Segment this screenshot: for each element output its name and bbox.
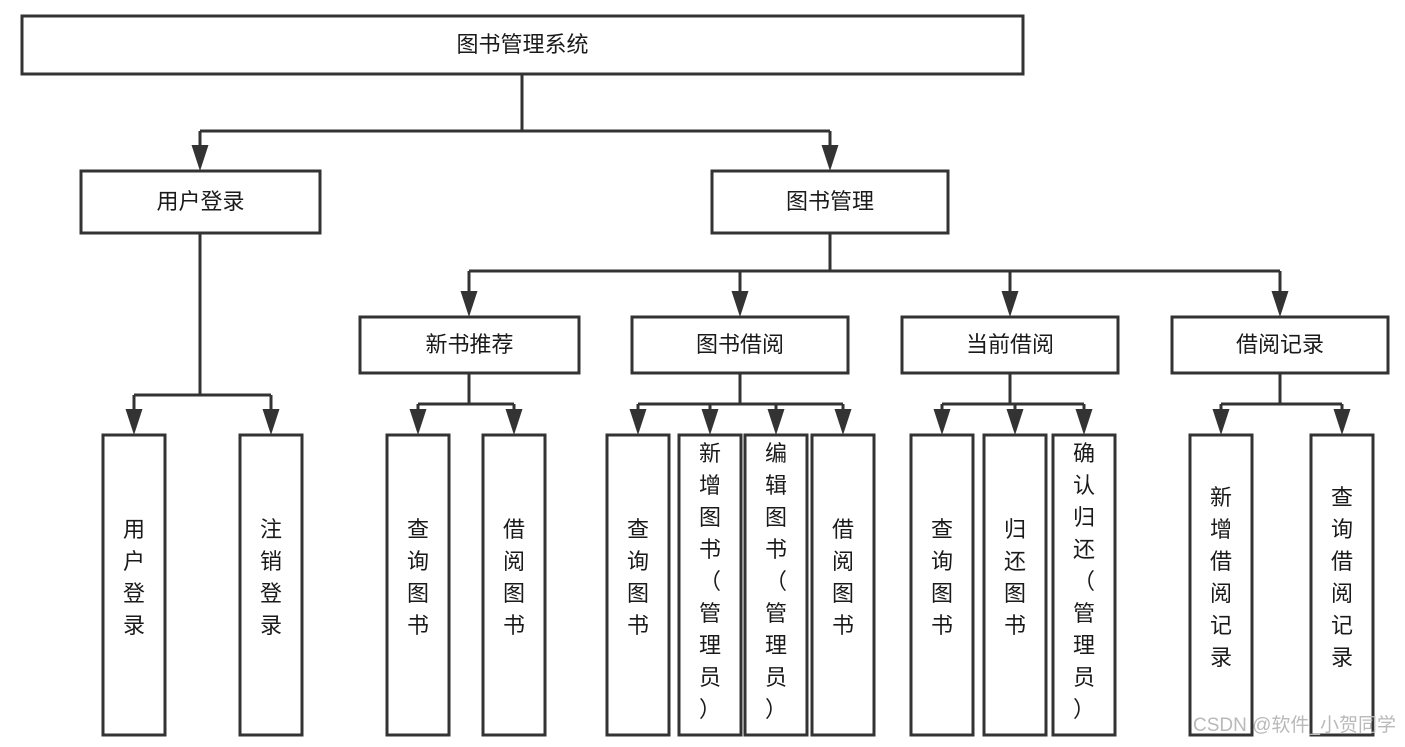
node-l3-图书借阅-box[interactable] <box>630 315 850 375</box>
node-leaf-新增借阅记录-box[interactable] <box>1188 433 1254 737</box>
newbook-drop-1-arrowhead <box>505 409 523 435</box>
borrow-drop-1-arrowhead <box>701 409 719 435</box>
node-leaf-查询借阅记录-label: 查询借阅记录 <box>1331 485 1353 670</box>
node-leaf-确认归还管理员-10[interactable]: 确认归还（管理员） <box>1051 433 1117 737</box>
node-leaf-查询借阅记录-12[interactable]: 查询借阅记录 <box>1309 433 1375 737</box>
record-drop-0-arrowhead <box>1212 409 1230 435</box>
node-leaf-注销登录-box[interactable] <box>238 433 304 737</box>
node-leaf-确认归还管理员-box[interactable] <box>1051 433 1117 737</box>
node-leaf-确认归还管理员-label: 确认归还（管理员） <box>1073 441 1095 722</box>
login-drop-1-arrowhead <box>262 409 280 435</box>
node-l2-图书管理-1[interactable]: 图书管理 <box>710 169 950 235</box>
node-leaf-编辑图书管理员-label: 编辑图书（管理员） <box>765 441 787 722</box>
current-drop-1-arrowhead <box>1006 409 1024 435</box>
node-leaf-归还图书-label: 归还图书 <box>1004 517 1026 638</box>
node-leaf-查询图书-4[interactable]: 查询图书 <box>605 433 671 737</box>
node-l2-用户登录-0[interactable]: 用户登录 <box>79 169 322 235</box>
node-leaf-借阅图书-box[interactable] <box>481 433 547 737</box>
borrow-drop-0-arrowhead <box>629 409 647 435</box>
node-l3-借阅记录-3[interactable]: 借阅记录 <box>1170 315 1390 375</box>
node-leaf-查询图书-label: 查询图书 <box>627 517 649 638</box>
node-l3-当前借阅-label: 当前借阅 <box>966 332 1054 357</box>
node-leaf-借阅图书-box[interactable] <box>810 433 876 737</box>
node-l3-借阅记录-label: 借阅记录 <box>1236 332 1324 357</box>
node-l3-新书推荐-0[interactable]: 新书推荐 <box>358 315 581 375</box>
node-l2-图书管理-box[interactable] <box>710 169 950 235</box>
node-l3-新书推荐-label: 新书推荐 <box>425 332 513 357</box>
node-l3-借阅记录-box[interactable] <box>1170 315 1390 375</box>
node-leaf-用户登录-label: 用户登录 <box>123 517 145 638</box>
node-l3-当前借阅-box[interactable] <box>900 315 1120 375</box>
node-l2-用户登录-label: 用户登录 <box>156 189 244 214</box>
node-leaf-用户登录-box[interactable] <box>101 433 167 737</box>
node-leaf-新增借阅记录-label: 新增借阅记录 <box>1210 485 1232 670</box>
node-leaf-查询借阅记录-box[interactable] <box>1309 433 1375 737</box>
node-leaf-用户登录-0[interactable]: 用户登录 <box>101 433 167 737</box>
node-root-图书管理系统-label: 图书管理系统 <box>456 32 588 57</box>
node-leaf-新增图书管理员-label: 新增图书（管理员） <box>699 441 721 722</box>
current-drop-0-arrowhead <box>933 409 951 435</box>
node-leaf-借阅图书-label: 借阅图书 <box>832 517 854 638</box>
root-drop-0-arrowhead <box>191 145 209 171</box>
node-leaf-归还图书-9[interactable]: 归还图书 <box>982 433 1048 737</box>
node-leaf-注销登录-label: 注销登录 <box>260 517 282 638</box>
node-leaf-查询图书-box[interactable] <box>909 433 975 737</box>
node-leaf-编辑图书管理员-6[interactable]: 编辑图书（管理员） <box>743 433 809 737</box>
books-drop-2-arrowhead <box>1001 291 1019 317</box>
node-leaf-新增借阅记录-11[interactable]: 新增借阅记录 <box>1188 433 1254 737</box>
books-drop-0-arrowhead <box>460 291 478 317</box>
node-leaf-查询图书-box[interactable] <box>605 433 671 737</box>
node-layer: 图书管理系统用户登录图书管理新书推荐图书借阅当前借阅借阅记录用户登录注销登录查询… <box>20 14 1390 737</box>
node-l2-用户登录-box[interactable] <box>79 169 322 235</box>
node-leaf-查询图书-2[interactable]: 查询图书 <box>385 433 451 737</box>
node-l3-图书借阅-label: 图书借阅 <box>696 332 784 357</box>
login-drop-0-arrowhead <box>125 409 143 435</box>
root-drop-1-arrowhead <box>821 145 839 171</box>
record-drop-1-arrowhead <box>1333 409 1351 435</box>
node-leaf-编辑图书管理员-box[interactable] <box>743 433 809 737</box>
connector-layer <box>125 74 1351 435</box>
csdn-watermark: CSDN @软件_小贺同学 <box>1193 714 1396 736</box>
node-leaf-查询图书-8[interactable]: 查询图书 <box>909 433 975 737</box>
books-drop-3-arrowhead <box>1271 291 1289 317</box>
books-drop-1-arrowhead <box>731 291 749 317</box>
node-leaf-借阅图书-3[interactable]: 借阅图书 <box>481 433 547 737</box>
node-root-图书管理系统[interactable]: 图书管理系统 <box>20 14 1025 76</box>
node-leaf-新增图书管理员-box[interactable] <box>677 433 743 737</box>
node-leaf-查询图书-box[interactable] <box>385 433 451 737</box>
node-l2-图书管理-label: 图书管理 <box>786 189 874 214</box>
node-leaf-借阅图书-label: 借阅图书 <box>503 517 525 638</box>
newbook-drop-0-arrowhead <box>409 409 427 435</box>
node-leaf-注销登录-1[interactable]: 注销登录 <box>238 433 304 737</box>
borrow-drop-2-arrowhead <box>767 409 785 435</box>
current-drop-2-arrowhead <box>1075 409 1093 435</box>
node-root-图书管理系统-box[interactable] <box>20 14 1025 76</box>
node-leaf-借阅图书-7[interactable]: 借阅图书 <box>810 433 876 737</box>
node-leaf-查询图书-label: 查询图书 <box>407 517 429 638</box>
node-leaf-归还图书-box[interactable] <box>982 433 1048 737</box>
node-l3-当前借阅-2[interactable]: 当前借阅 <box>900 315 1120 375</box>
borrow-drop-3-arrowhead <box>834 409 852 435</box>
node-l3-新书推荐-box[interactable] <box>358 315 581 375</box>
node-leaf-新增图书管理员-5[interactable]: 新增图书（管理员） <box>677 433 743 737</box>
node-leaf-查询图书-label: 查询图书 <box>931 517 953 638</box>
node-l3-图书借阅-1[interactable]: 图书借阅 <box>630 315 850 375</box>
